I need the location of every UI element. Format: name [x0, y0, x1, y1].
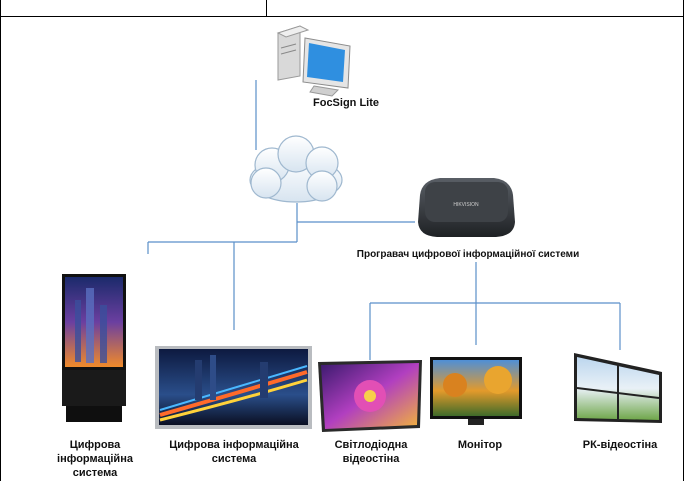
led-wall-label-line1: Світлодіодна	[334, 439, 408, 451]
lcd-wall-label-line1: РК-відеостіна	[582, 439, 658, 451]
media-player-icon: HIKVISION	[418, 178, 515, 237]
wide-display-label: Цифрова інформаційна система	[158, 438, 310, 466]
computer-icon	[276, 25, 351, 97]
connection-lines	[147, 80, 621, 360]
lcd-wall-icon	[574, 353, 662, 423]
kiosk-label-line3: система	[72, 467, 118, 479]
monitor-label: Монітор	[440, 438, 520, 452]
wide-display-label-line1: Цифрова інформаційна	[169, 439, 299, 451]
monitor-icon	[430, 357, 522, 425]
player-label: Програвач цифрової інформаційної системи	[356, 249, 580, 260]
kiosk-display-icon	[62, 274, 126, 422]
led-wall-icon	[318, 360, 422, 432]
wide-display-icon	[155, 346, 312, 429]
led-wall-label: Світлодіодна відеостіна	[318, 438, 424, 466]
player-brand: HIKVISION	[453, 202, 479, 208]
lcd-wall-label: РК-відеостіна	[570, 438, 670, 452]
cloud-icon	[249, 135, 343, 203]
led-wall-label-line2: відеостіна	[342, 453, 400, 465]
kiosk-label: Цифрова інформаційна система	[40, 438, 150, 480]
monitor-label-line1: Монітор	[457, 439, 503, 451]
wide-display-label-line2: система	[211, 453, 257, 465]
server-label: FocSign Lite	[313, 97, 379, 109]
kiosk-label-line2: інформаційна	[57, 453, 133, 465]
kiosk-label-line1: Цифрова	[69, 439, 121, 451]
